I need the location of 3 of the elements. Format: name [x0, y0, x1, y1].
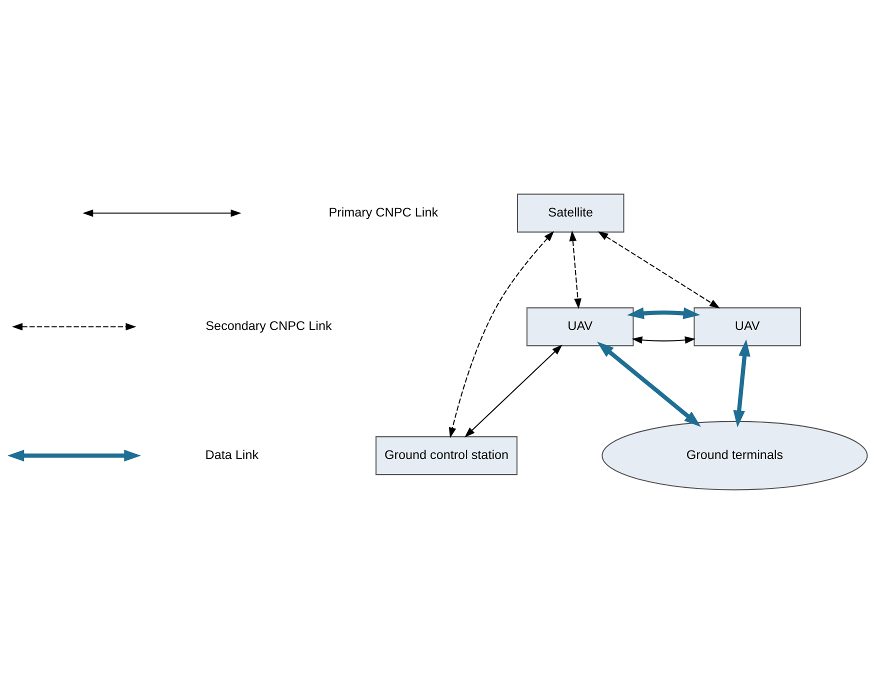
- legend-label: Data Link: [205, 448, 259, 462]
- legend-label: Primary CNPC Link: [328, 205, 438, 220]
- legend-label: Secondary CNPC Link: [206, 319, 332, 334]
